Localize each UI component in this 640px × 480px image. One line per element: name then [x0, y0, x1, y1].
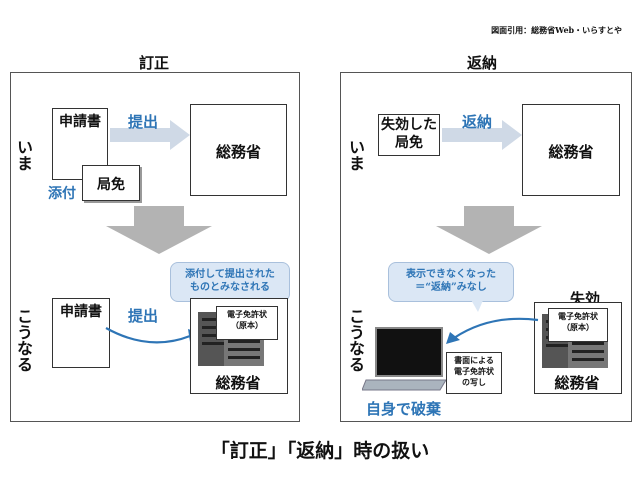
display-arrow	[446, 317, 539, 344]
return-arrow	[442, 120, 522, 150]
return-arrow-shape	[442, 120, 522, 150]
left-speech-bubble: 添付して提出された ものとみなされる	[170, 262, 290, 302]
application-document-label: 申請書	[59, 114, 101, 130]
left-down-arrow	[106, 206, 212, 254]
expired-license-document: 失効した 局免	[378, 114, 440, 156]
after-submit-arrow-path	[105, 327, 191, 344]
right-bubble-text: 表示できなくなった ＝“返納”みなし	[406, 269, 496, 293]
right-ministry-box: 総務省	[522, 104, 620, 196]
ministry-label: 総務省	[215, 143, 261, 161]
right-down-arrow	[436, 206, 542, 254]
after-ministry-label: 総務省	[215, 374, 261, 392]
after-application-document: 申請書	[52, 298, 110, 368]
image-credit: 図面引用：総務省Web・いらすとや	[491, 25, 622, 35]
license-document-label: 局免	[97, 177, 125, 193]
right-now-label: いま	[346, 139, 365, 171]
laptop-screen	[375, 327, 443, 377]
submit-label: 提出	[128, 113, 159, 131]
left-panel-heading: 訂正	[138, 54, 169, 72]
right-after-label: こうなる	[346, 308, 365, 372]
left-bubble-text: 添付して提出された ものとみなされる	[185, 269, 275, 293]
right-panel-heading: 返納	[466, 54, 497, 72]
license-document: 局免	[82, 165, 140, 201]
paper-copy-card: 書面による 電子免許状 の写し	[446, 352, 502, 394]
right-license-card: 電子免許状 （原本）	[548, 308, 608, 342]
right-bubble-tail-shape	[470, 298, 484, 312]
right-down-arrow-shape	[436, 206, 542, 254]
left-down-arrow-shape	[106, 206, 212, 254]
display-arrow-head	[446, 332, 460, 344]
left-now-label: いま	[14, 139, 33, 171]
expired-license-label: 失効した 局免	[381, 117, 437, 151]
submit-arrow	[110, 120, 190, 150]
return-label: 返納	[462, 113, 493, 131]
laptop-base	[362, 379, 446, 391]
attach-label: 添付	[48, 186, 76, 202]
left-license-card: 電子免許状 （原本）	[216, 306, 278, 340]
main-title: 「訂正」「返納」時の扱い	[210, 440, 430, 462]
after-application-label: 申請書	[60, 304, 102, 320]
left-after-label: こうなる	[14, 308, 33, 372]
laptop-icon	[362, 327, 446, 391]
display-arrow-path	[453, 317, 539, 339]
right-bubble-tail	[470, 298, 484, 312]
right-after-ministry-label: 総務省	[554, 374, 600, 392]
ministry-box: 総務省	[190, 104, 287, 196]
discard-label: 自身で破棄	[366, 400, 442, 418]
after-submit-label: 提出	[128, 307, 159, 325]
submit-arrow-shape	[110, 120, 190, 150]
right-ministry-label: 総務省	[548, 143, 594, 161]
right-speech-bubble: 表示できなくなった ＝“返納”みなし	[388, 262, 514, 302]
